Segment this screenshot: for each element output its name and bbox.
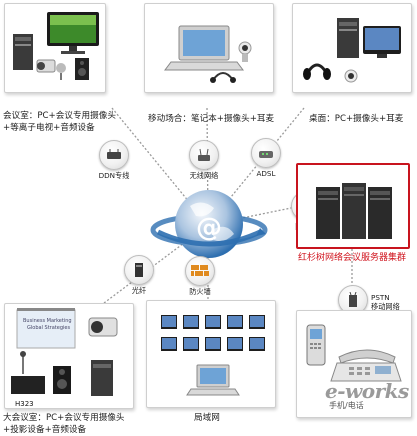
wireless-router-icon — [189, 140, 219, 170]
eworks-watermark: e-works 手机/电话 — [325, 379, 411, 411]
slide-line2: Global Strategies — [27, 325, 70, 331]
server-cluster-icon — [316, 183, 392, 239]
adsl-label: ADSL — [256, 169, 276, 178]
meeting-room-panel — [4, 3, 106, 93]
firewall-icon-bottom — [185, 256, 215, 286]
watermark-main: e-works — [325, 379, 409, 403]
meeting-room-devices-icon — [13, 12, 99, 80]
phone-devices-icon — [306, 324, 402, 382]
firewall-bottom-label: 防火墙 — [189, 287, 211, 296]
ddn-connector: DDN专线 — [84, 140, 144, 181]
router-icon — [99, 140, 129, 170]
watermark-sub: 手机/电话 — [329, 401, 364, 410]
firewall-bottom-connector: 防火墙 — [180, 256, 220, 297]
internet-globe: @ — [150, 178, 268, 276]
ddn-label: DDN专线 — [98, 171, 130, 180]
h323-label: H323 — [15, 400, 34, 408]
globe-icon: @ — [150, 190, 268, 258]
mobile-panel — [144, 3, 274, 93]
meeting-room-caption-line2: +等离子电视+音频设备 — [3, 123, 95, 133]
large-meeting-room-caption-line2: +投影设备+音频设备 — [3, 425, 87, 435]
pstn-label-line2: 移动网络 — [371, 302, 400, 311]
large-meeting-room-caption-line1: 大会议室：PC+会议专用摄像头 — [3, 413, 125, 423]
server-cluster-caption: 红杉树网络会议服务器集群 — [298, 253, 407, 263]
large-meeting-room-caption: 大会议室：PC+会议专用摄像头 +投影设备+音频设备 — [3, 412, 125, 436]
lan-devices-icon — [161, 315, 265, 396]
fiber-connector: 光纤 — [124, 255, 154, 296]
phone-panel: e-works 手机/电话 — [296, 310, 412, 418]
meeting-room-caption: 会议室：PC+会议专用摄像头 +等离子电视+音频设备 — [3, 110, 116, 134]
slide-line1: Business Marketing — [23, 318, 72, 324]
laptop-devices-icon — [164, 25, 252, 83]
lan-panel — [146, 300, 276, 408]
pstn-label-line1: PSTN — [371, 293, 390, 302]
desktop-panel — [292, 3, 412, 93]
svg-text:@: @ — [196, 213, 222, 243]
adsl-connector: ADSL — [240, 138, 292, 178]
modem-icon — [251, 138, 281, 168]
wireless-label: 无线网络 — [189, 171, 219, 180]
wireless-connector: 无线网络 — [174, 140, 234, 181]
pstn-label: PSTN 移动网络 — [371, 293, 400, 311]
fiber-switch-icon — [124, 255, 154, 285]
meeting-room-caption-line1: 会议室：PC+会议专用摄像头 — [3, 111, 116, 121]
desktop-caption: 桌面：PC+摄像头+耳麦 — [309, 114, 404, 124]
fiber-label: 光纤 — [131, 286, 147, 295]
large-meeting-room-devices-icon: Business Marketing Global Strategies — [11, 308, 118, 396]
desktop-devices-icon — [303, 18, 401, 83]
lan-caption: 局域网 — [194, 413, 220, 423]
server-cluster-panel — [296, 163, 410, 249]
mobile-caption: 移动场合：笔记本+摄像头+耳麦 — [148, 114, 275, 124]
large-meeting-room-panel: Business Marketing Global Strategies H32… — [4, 303, 134, 409]
